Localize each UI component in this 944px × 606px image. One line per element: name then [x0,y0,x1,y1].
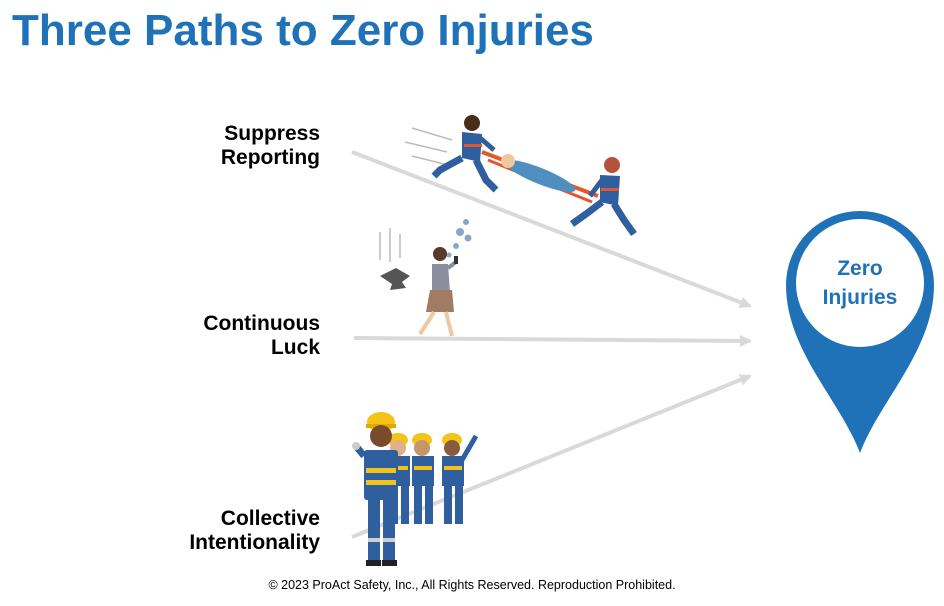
arrow-continuous-luck [353,334,752,347]
destination-label: Zero Injuries [805,254,915,312]
path-label-collective-intentionality: Collective Intentionality [120,507,320,555]
path-label-line-2: Luck [270,336,320,359]
path-label-suppress-reporting: Suppress Reporting [120,122,320,170]
path-label-line-1: Suppress [224,122,320,145]
location-pin-icon [786,211,934,453]
phone-walker-icon [418,219,472,337]
copyright-footer: © 2023 ProAct Safety, Inc., All Rights R… [268,578,676,592]
slide-title: Three Paths to Zero Injuries [12,6,594,55]
path-label-line-1: Continuous [203,312,320,335]
destination-line-1: Zero [837,257,883,280]
path-label-line-2: Reporting [220,146,320,169]
stretcher-rescue-icon [404,115,637,237]
safety-team-icon [352,412,479,566]
arrow-suppress-reporting [351,150,752,308]
path-label-continuous-luck: Continuous Luck [120,312,320,360]
falling-anvil-icon [379,228,410,290]
destination-line-2: Injuries [822,286,898,309]
path-label-line-1: Collective [220,507,320,530]
arrow-collective-intentionality [351,374,752,539]
path-label-line-2: Intentionality [189,531,320,554]
